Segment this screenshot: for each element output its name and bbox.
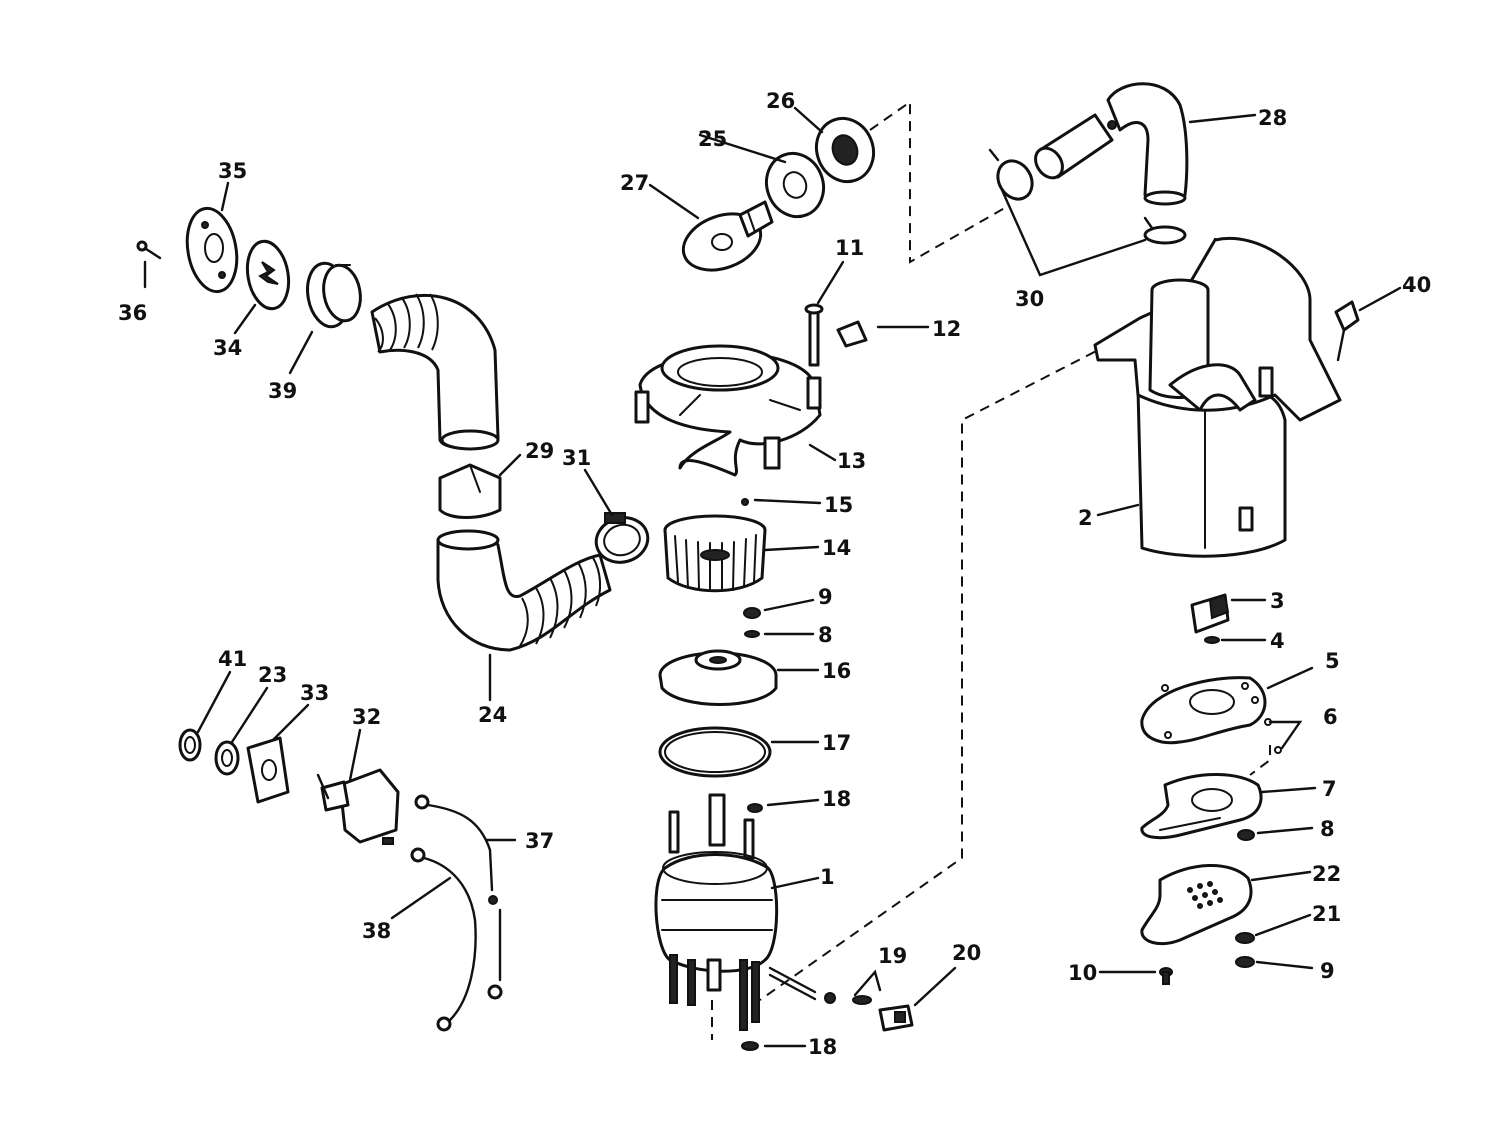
part-13-blower-housing[interactable] [634, 344, 822, 477]
callout-29: 29 [525, 439, 554, 463]
callout-30: 30 [1015, 287, 1044, 311]
part-17-o-ring[interactable] [658, 726, 772, 778]
callout-26: 26 [766, 89, 795, 113]
callout-23: 23 [258, 663, 287, 687]
part-10-screw[interactable] [1159, 967, 1173, 985]
part-2-main-housing[interactable] [1093, 237, 1342, 558]
callout-27: 27 [620, 171, 649, 195]
part-30-hose-clip-upper[interactable] [988, 148, 1039, 205]
callout-7: 7 [1322, 777, 1337, 801]
callout-24: 24 [478, 703, 507, 727]
callout-37: 37 [525, 829, 554, 853]
part-36-screw[interactable] [136, 240, 162, 260]
callout-13: 13 [837, 449, 866, 473]
part-8-washer-upper[interactable] [744, 630, 760, 638]
part-33-plate[interactable] [246, 736, 290, 804]
part-15-washer[interactable] [741, 498, 749, 506]
part-41-nut[interactable] [178, 728, 202, 762]
part-18-washer-upper[interactable] [747, 803, 763, 813]
part-40-screw[interactable] [1334, 300, 1360, 362]
part-11-screw[interactable] [804, 303, 824, 367]
callout-5: 5 [1325, 649, 1340, 673]
callout-4: 4 [1270, 629, 1285, 653]
callout-2: 2 [1078, 506, 1093, 530]
part-9-nut-upper[interactable] [743, 607, 761, 619]
part-18-washer-lower[interactable] [741, 1041, 759, 1051]
callout-11: 11 [835, 236, 864, 260]
part-20-connector[interactable] [878, 1004, 914, 1032]
callout-14: 14 [822, 536, 851, 560]
callout-20: 20 [952, 941, 981, 965]
upper-duct-hose[interactable] [370, 293, 500, 451]
part-19-terminal[interactable] [768, 966, 872, 1005]
callout-9-right: 9 [1320, 959, 1335, 983]
callout-41: 41 [218, 647, 247, 671]
callout-34: 34 [213, 336, 242, 360]
callout-15: 15 [824, 493, 853, 517]
part-8-washer-right[interactable] [1237, 829, 1255, 841]
callout-8-upper: 8 [818, 623, 833, 647]
part-3-clip[interactable] [1190, 593, 1230, 634]
callout-38: 38 [362, 919, 391, 943]
callout-9-upper: 9 [818, 585, 833, 609]
part-16-base-plate[interactable] [658, 649, 778, 706]
callout-6: 6 [1323, 705, 1338, 729]
callout-39: 39 [268, 379, 297, 403]
part-9-nut-right[interactable] [1235, 956, 1255, 968]
part-28-elbow-hose[interactable] [1106, 82, 1189, 206]
callout-18-lower: 18 [808, 1035, 837, 1059]
leader-lines [143, 106, 1402, 1048]
part-21-nut[interactable] [1235, 932, 1255, 944]
part-30-hose-clip-lower[interactable] [1143, 216, 1187, 245]
part-38-wire[interactable] [410, 847, 477, 1032]
part-34-gasket[interactable] [242, 238, 293, 312]
part-24-duct-hose[interactable] [436, 529, 612, 652]
callout-19: 19 [878, 944, 907, 968]
part-6-washers[interactable] [1264, 718, 1282, 754]
part-22-strainer[interactable] [1140, 863, 1253, 946]
part-26-nut[interactable] [808, 110, 883, 189]
part-37-wire[interactable] [414, 794, 503, 1000]
part-4-washer[interactable] [1204, 636, 1220, 644]
callout-3: 3 [1270, 589, 1285, 613]
callout-labels: 35 36 34 39 25 26 27 11 12 13 15 14 9 8 … [118, 89, 1431, 1059]
part-27-thru-hull-fitting[interactable] [676, 200, 774, 280]
part-14-impeller[interactable] [663, 514, 767, 593]
callout-32: 32 [352, 705, 381, 729]
part-28-hose-segment[interactable] [1030, 113, 1117, 183]
callout-28: 28 [1258, 106, 1287, 130]
part-32-toggle-switch[interactable] [316, 768, 400, 845]
callout-35: 35 [218, 159, 247, 183]
callout-16: 16 [822, 659, 851, 683]
part-29-clamp-bracket[interactable] [438, 463, 502, 519]
callout-12: 12 [932, 317, 961, 341]
part-23-washer[interactable] [214, 740, 240, 776]
callout-40: 40 [1402, 273, 1431, 297]
callout-1: 1 [820, 865, 835, 889]
part-31-hose-clamp[interactable] [591, 512, 653, 568]
part-5-gasket[interactable] [1140, 676, 1267, 745]
callout-8-right: 8 [1320, 817, 1335, 841]
part-12-clip[interactable] [836, 320, 868, 348]
part-25-washer[interactable] [758, 145, 833, 224]
callout-21: 21 [1312, 902, 1341, 926]
callout-33: 33 [300, 681, 329, 705]
part-7-plate[interactable] [1140, 773, 1263, 840]
callout-36: 36 [118, 301, 147, 325]
callout-31: 31 [562, 446, 591, 470]
callout-25: 25 [698, 127, 727, 151]
callout-10: 10 [1068, 961, 1097, 985]
part-39-hose-fitting[interactable] [303, 260, 365, 330]
callout-22: 22 [1312, 862, 1341, 886]
callout-18-upper: 18 [822, 787, 851, 811]
callout-17: 17 [822, 731, 851, 755]
part-35-plate[interactable] [181, 204, 243, 295]
part-1-motor[interactable] [654, 793, 779, 1031]
